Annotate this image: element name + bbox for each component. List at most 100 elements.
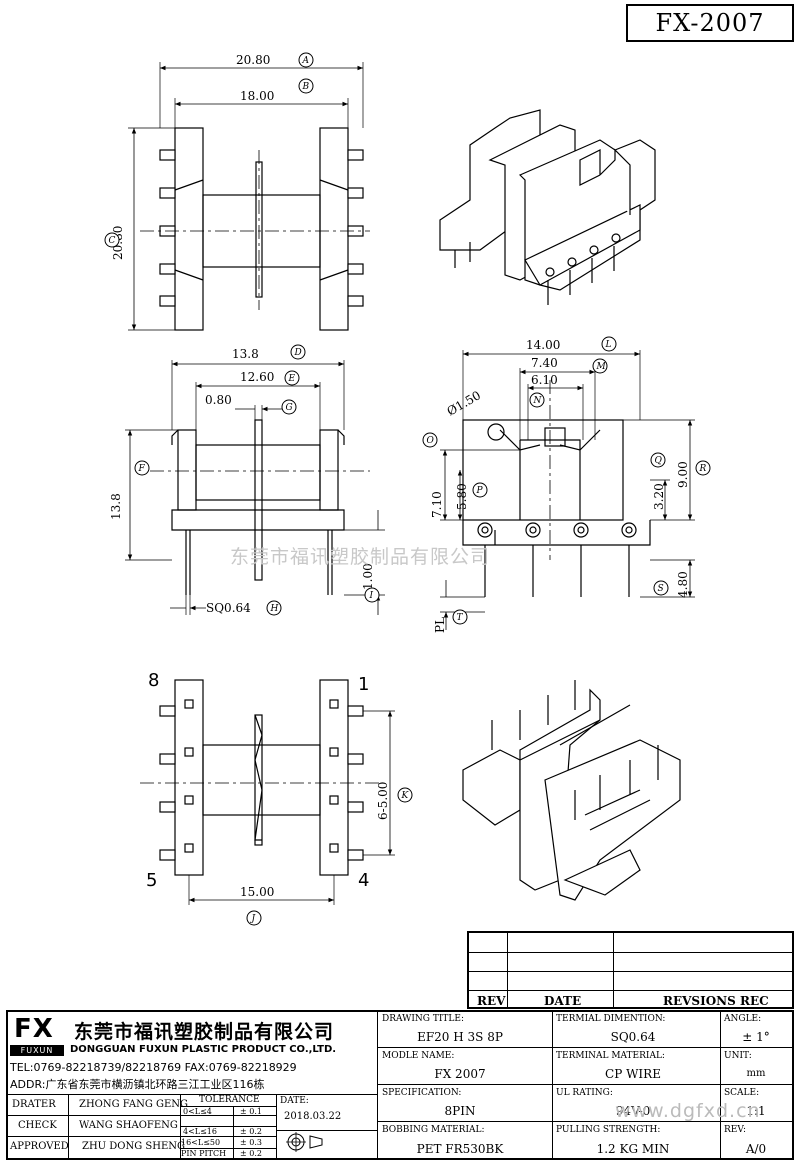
dim-j-value: 15.00 [240, 885, 274, 899]
svg-text:B: B [302, 82, 310, 92]
svg-text:J: J [250, 914, 257, 924]
dim-b-value: 18.00 [240, 89, 274, 103]
svg-text:T: T [457, 613, 464, 623]
isometric-view-bottom [462, 680, 681, 901]
approved-name: ZHU DONG SHENG [82, 1141, 186, 1152]
company-logo-sub: FUXUN [10, 1045, 64, 1056]
svg-text:E: E [288, 374, 296, 384]
model-name-label: MODLE NAME: [382, 1051, 455, 1061]
tag-l: L [601, 336, 617, 352]
terminal-dimension-value: SQ0.64 [610, 1030, 656, 1044]
dim-h-value: SQ0.64 [206, 601, 251, 615]
site-watermark: www.dgfxd.cn [615, 1100, 761, 1122]
tag-r: R [695, 460, 711, 476]
dim-m-value: 7.40 [531, 356, 558, 370]
tolerance-row2-value: ± 0.2 [240, 1127, 262, 1136]
scale-value: 1:1 [746, 1104, 766, 1118]
tag-a: A [298, 52, 314, 68]
approved-label: APPROVED [10, 1141, 69, 1152]
tag-j: J [246, 910, 262, 926]
tag-b: B [298, 78, 314, 94]
tag-e: E [284, 370, 300, 386]
dim-i-value: 1.00 [361, 563, 375, 590]
tag-o: O [422, 432, 438, 448]
pin-5-label: 5 [146, 870, 157, 891]
rev-header: REV [477, 994, 506, 1008]
tolerance-row3-value: ± 0.3 [240, 1138, 262, 1147]
dim-s-value: 4.80 [676, 571, 690, 598]
svg-text:S: S [658, 584, 664, 594]
front-view [440, 350, 695, 630]
company-name-en: DONGGUAN FUXUN PLASTIC PRODUCT CO.,LTD. [70, 1044, 337, 1055]
isometric-view-top [439, 109, 656, 305]
terminal-dimension-label: TERMIAL DIMENTION: [556, 1014, 666, 1024]
dim-r-value: 9.00 [676, 461, 690, 488]
revision-table: REV DATE REVSIONS REC [467, 931, 794, 1009]
company-address: ADDR:广东省东莞市横沥镇北环路三江工业区116栋 [10, 1078, 265, 1091]
dim-k-value: 6-5.00 [376, 782, 390, 820]
scale-label: SCALE: [724, 1088, 760, 1098]
dim-o-value: 7.10 [430, 491, 444, 518]
svg-text:D: D [294, 348, 302, 358]
unit-label: UNIT: [724, 1051, 752, 1061]
tolerance-row3: 16<L≤50 [181, 1138, 221, 1147]
projection-symbol-icon [286, 1132, 323, 1152]
tag-h: H [266, 600, 282, 616]
dim-diameter-value: Ø1.50 [445, 388, 484, 418]
svg-text:Q: Q [655, 456, 663, 466]
dim-f-value: 13.8 [109, 493, 123, 520]
angle-value: ± 1° [742, 1030, 770, 1044]
svg-text:P: P [476, 486, 484, 496]
tag-c: C [104, 232, 120, 248]
pin-1-label: 1 [358, 674, 369, 695]
svg-text:N: N [533, 396, 543, 406]
angle-label: ANGLE: [724, 1014, 762, 1024]
check-name: WANG SHAOFENG [79, 1120, 178, 1131]
tag-f: F [134, 460, 150, 476]
svg-text:M: M [596, 362, 607, 372]
tag-g: G [281, 399, 297, 415]
pulling-strength-value: 1.2 KG MIN [596, 1142, 670, 1156]
dim-n-value: 6.10 [531, 373, 558, 387]
dim-q-value: 3.20 [652, 483, 666, 510]
tag-p: P [472, 482, 488, 498]
drawing-title-label: DRAWING TITLE: [382, 1014, 464, 1024]
terminal-material-label: TERMINAL MATERIAL: [556, 1051, 665, 1061]
terminal-material-value: CP WIRE [605, 1067, 661, 1081]
bottom-view [140, 679, 395, 905]
svg-text:F: F [138, 464, 146, 474]
unit-value: mm [746, 1068, 766, 1079]
side-view [125, 360, 385, 615]
drater-label: DRATER [12, 1099, 56, 1110]
company-tel: TEL:0769-82218739/82218769 FAX:0769-8221… [10, 1061, 297, 1074]
pulling-strength-label: PULLING STRENGTH: [556, 1125, 661, 1135]
tag-t: T [452, 609, 468, 625]
specification-value: 8PIN [444, 1104, 476, 1118]
technical-drawing: 20.80 18.00 20.80 13.8 12.60 0.80 13.8 S… [104, 52, 711, 926]
svg-text:O: O [427, 436, 435, 446]
check-label: CHECK [18, 1120, 57, 1131]
date-label: DATE: [280, 1096, 309, 1106]
pin-4-label: 4 [358, 870, 369, 891]
ul-rating-label: UL RATING: [556, 1088, 613, 1098]
dim-a-value: 20.80 [236, 53, 270, 67]
dim-g-value: 0.80 [205, 393, 232, 407]
tolerance-row2: 4<L≤16 [183, 1127, 217, 1136]
date-header: DATE [544, 994, 582, 1008]
tag-q: Q [650, 452, 666, 468]
rev-label: REV: [724, 1125, 746, 1135]
title-block [6, 1010, 794, 1160]
svg-text:H: H [270, 604, 279, 614]
drawing-number: FX-2007 [626, 4, 794, 42]
tag-m: M [592, 358, 608, 374]
dim-e-value: 12.60 [240, 370, 274, 384]
dim-p-value: 5.80 [455, 483, 469, 510]
tag-n: N [529, 392, 545, 408]
svg-text:K: K [401, 791, 410, 801]
bobbin-material-value: PET FR530BK [416, 1142, 504, 1156]
rev-value: A/0 [745, 1142, 767, 1156]
company-logo: FX [14, 1014, 54, 1044]
records-header: REVSIONS REC [663, 994, 769, 1008]
svg-text:G: G [286, 403, 293, 413]
top-view [128, 62, 370, 331]
